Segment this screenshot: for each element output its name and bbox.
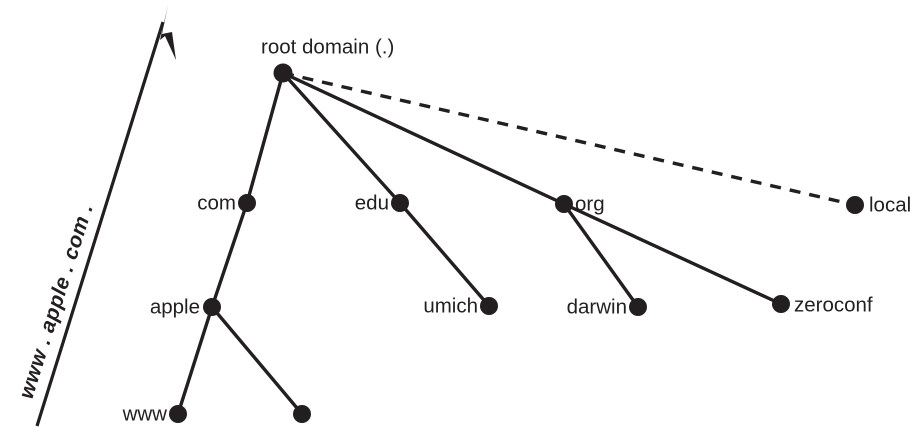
node-dot-org[interactable] xyxy=(555,195,573,213)
node-label-darwin: darwin xyxy=(567,295,627,318)
edge-root-edu xyxy=(281,71,402,205)
node-dot-darwin[interactable] xyxy=(629,298,647,316)
nodes-layer: root domain (.) com edu org local apple umich d… xyxy=(122,35,912,425)
node-dot-umich[interactable] xyxy=(480,297,498,315)
edge-apple-leaf2 xyxy=(210,305,304,416)
edge-org-zeroconf xyxy=(562,202,783,306)
node-dot-edu[interactable] xyxy=(391,194,409,212)
axis-group: www . apple . com . xyxy=(15,5,176,427)
axis-label: www . apple . com . xyxy=(15,201,98,402)
edge-apple-www xyxy=(176,305,214,416)
node-label-com: com xyxy=(197,191,236,214)
edge-root-com xyxy=(245,71,285,205)
tree-node-umich[interactable]: umich xyxy=(423,294,498,317)
arrow-up-icon xyxy=(160,5,176,60)
tree-node-leaf2[interactable] xyxy=(293,405,311,423)
tree-node-com[interactable]: com xyxy=(197,191,256,214)
node-dot-com[interactable] xyxy=(238,194,256,212)
node-dot-apple[interactable] xyxy=(203,298,221,316)
edge-org-darwin xyxy=(562,202,640,309)
edge-root-local xyxy=(282,71,856,207)
node-label-zeroconf: zeroconf xyxy=(794,293,873,316)
node-label-org: org xyxy=(575,192,605,215)
node-label-root: root domain (.) xyxy=(261,35,394,58)
tree-node-zeroconf[interactable]: zeroconf xyxy=(772,293,873,316)
tree-node-darwin[interactable]: darwin xyxy=(567,295,647,318)
edge-edu-umich xyxy=(398,201,491,308)
node-label-edu: edu xyxy=(355,191,389,214)
node-dot-leaf2[interactable] xyxy=(293,405,311,423)
node-label-www: www xyxy=(122,402,168,425)
node-dot-www[interactable] xyxy=(169,405,187,423)
edges-layer xyxy=(176,71,856,416)
node-dot-root[interactable] xyxy=(273,63,293,83)
edge-root-org xyxy=(281,71,566,206)
edge-com-apple xyxy=(210,201,249,309)
tree-node-root[interactable]: root domain (.) xyxy=(261,35,394,83)
domain-axis-line xyxy=(35,21,165,427)
tree-node-edu[interactable]: edu xyxy=(355,191,409,214)
tree-node-org[interactable]: org xyxy=(555,192,605,215)
tree-node-local[interactable]: local xyxy=(846,193,911,216)
node-label-apple: apple xyxy=(150,295,200,318)
node-dot-zeroconf[interactable] xyxy=(772,295,790,313)
node-label-umich: umich xyxy=(423,294,478,317)
node-label-local: local xyxy=(869,193,911,216)
node-dot-local[interactable] xyxy=(846,196,864,214)
tree-node-www[interactable]: www xyxy=(122,402,187,425)
tree-node-apple[interactable]: apple xyxy=(150,295,221,318)
